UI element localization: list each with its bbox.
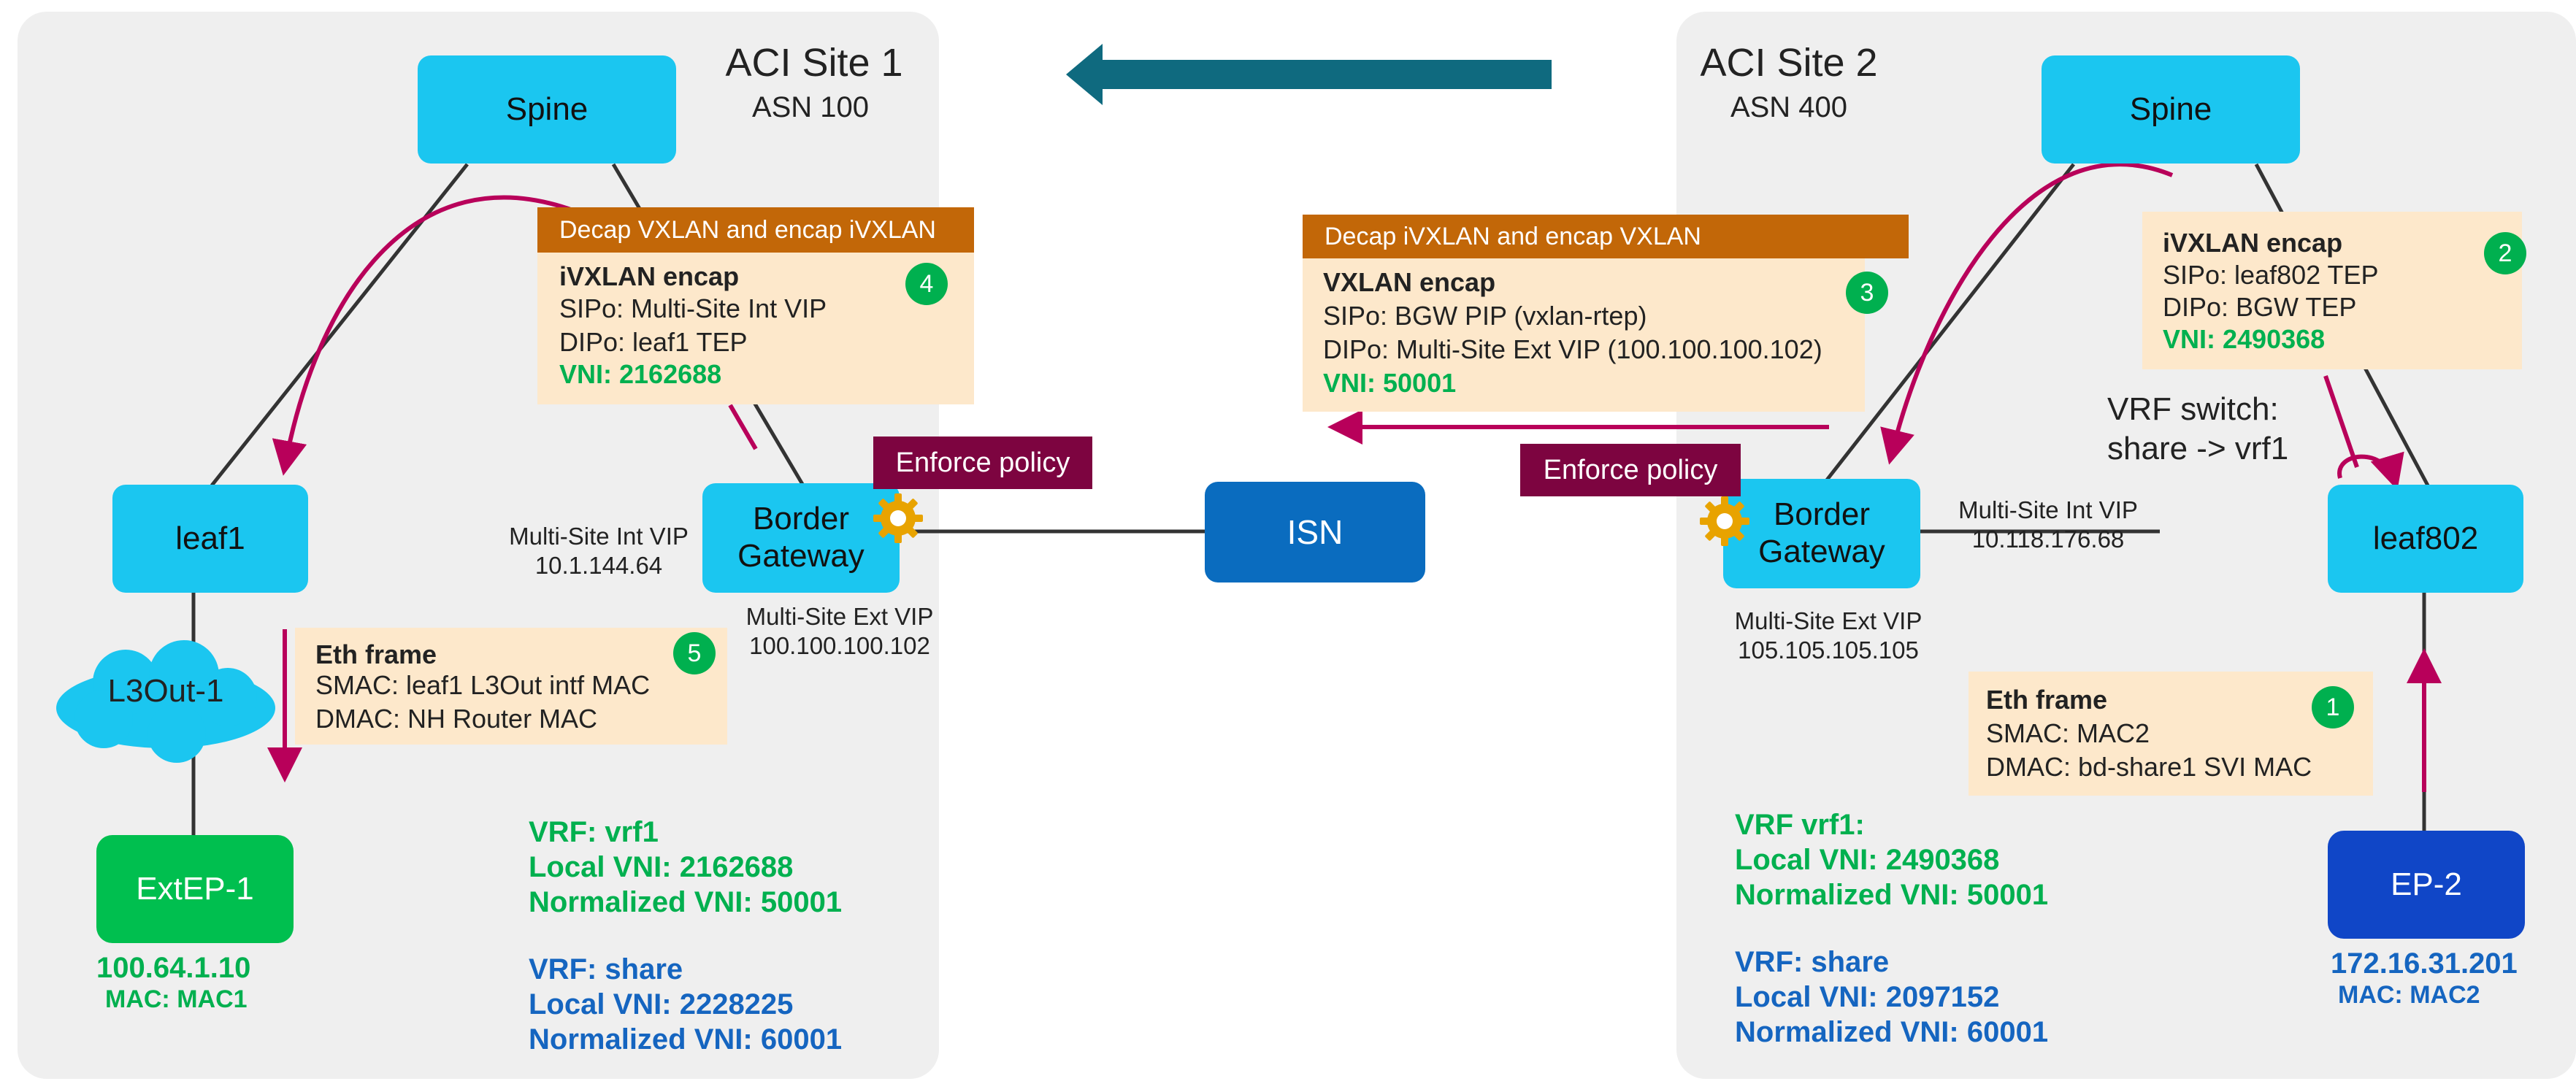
bgw1-label-line2: Gateway — [737, 538, 865, 574]
step3-badge: 3 — [1846, 272, 1888, 314]
s1-share-name: VRF: share — [529, 953, 683, 985]
isn-node[interactable]: ISN — [1205, 482, 1425, 582]
s2-vrf1-norm: Normalized VNI: 50001 — [1735, 879, 2049, 911]
s1-share-norm: Normalized VNI: 60001 — [529, 1023, 843, 1056]
l3out-label: L3Out-1 — [107, 673, 224, 709]
s1-ext-vip-ip: 100.100.100.102 — [749, 632, 930, 659]
link-spine2-bgw2 — [1824, 163, 2075, 483]
flow-arrow-spine2-bgw2 — [1880, 162, 2174, 465]
leaf1-node[interactable]: leaf1 — [112, 485, 308, 593]
step3-sip: SIPo: BGW PIP (vxlan-rtep) — [1323, 301, 1647, 331]
s2-int-vip-ip: 10.118.176.68 — [1971, 526, 2125, 553]
step5-box — [295, 628, 727, 745]
leaf802-node[interactable]: leaf802 — [2328, 485, 2523, 593]
spine2-node[interactable]: Spine — [2042, 55, 2300, 164]
site1-title: ACI Site 1 — [725, 41, 903, 85]
step5-dmac: DMAC: NH Router MAC — [315, 704, 598, 734]
step3-header: Decap iVXLAN and encap VXLAN — [1303, 215, 1909, 258]
step4-sip: SIPo: Multi-Site Int VIP — [559, 293, 827, 323]
s1-vrf1-name: VRF: vrf1 — [529, 816, 659, 848]
step2-vni: VNI: 2490368 — [2163, 324, 2326, 354]
enforce-policy-right: Enforce policy — [1520, 444, 1741, 496]
step3-dip: DIPo: Multi-Site Ext VIP (100.100.100.10… — [1323, 334, 1822, 364]
step5-title: Eth frame — [315, 639, 437, 669]
extep1-node[interactable]: ExtEP-1 — [96, 835, 294, 943]
extep1-ip: 100.64.1.10 — [96, 952, 251, 984]
step2-sip: SIPo: leaf802 TEP — [2163, 260, 2379, 290]
spine1-node[interactable]: Spine — [418, 55, 676, 164]
link-spine1-leaf1 — [210, 163, 469, 487]
s2-vrf1-local: Local VNI: 2490368 — [1735, 844, 2000, 876]
s1-ext-vip-label: Multi-Site Ext VIP — [745, 603, 934, 630]
s2-ext-vip-ip: 105.105.105.105 — [1738, 637, 1919, 664]
gear-icon — [873, 493, 923, 543]
step4-vni: VNI: 2162688 — [559, 359, 722, 389]
vrf-switch-line1: VRF switch: — [2107, 391, 2279, 427]
site2-asn: ASN 400 — [1730, 91, 1848, 123]
l3out-cloud-icon[interactable] — [45, 639, 286, 770]
bgw2-label-line2: Gateway — [1758, 534, 1885, 569]
step1-box — [1969, 672, 2373, 796]
site2-title: ACI Site 2 — [1700, 41, 1878, 85]
step2-box — [2142, 212, 2522, 369]
flow-arrow-leaf802-spine2 — [2323, 375, 2359, 468]
s1-share-local: Local VNI: 2228225 — [529, 988, 794, 1020]
gear-icon — [1700, 496, 1749, 546]
flow-arrow-bgw1-spine1-part — [728, 404, 758, 450]
vrf-switch-loop-arrow — [2337, 451, 2404, 491]
step4-dip: DIPo: leaf1 TEP — [559, 327, 748, 357]
step3-box — [1303, 258, 1865, 412]
extep1-mac: MAC: MAC1 — [105, 985, 248, 1013]
vrf-switch-line2: share -> vrf1 — [2107, 431, 2289, 466]
step4-box — [537, 253, 974, 404]
step2-dip: DIPo: BGW TEP — [2163, 292, 2357, 322]
step5-badge: 5 — [673, 632, 716, 674]
step4-badge: 4 — [905, 263, 948, 305]
ep2-node[interactable]: EP-2 — [2328, 831, 2525, 939]
step1-dmac: DMAC: bd-share1 SVI MAC — [1986, 752, 2312, 782]
step3-vni: VNI: 50001 — [1323, 368, 1457, 398]
flow-arrow-spine1-leaf1 — [272, 195, 582, 476]
s1-int-vip-ip: 10.1.144.64 — [534, 552, 663, 579]
step1-title: Eth frame — [1986, 685, 2108, 715]
s2-share-local: Local VNI: 2097152 — [1735, 981, 2000, 1013]
s2-vrf1-name: VRF vrf1: — [1735, 809, 1865, 841]
step4-title: iVXLAN encap — [559, 261, 740, 291]
step3-title: VXLAN encap — [1323, 267, 1496, 297]
step4-header: Decap VXLAN and encap iVXLAN — [537, 207, 974, 253]
s2-share-name: VRF: share — [1735, 946, 1890, 978]
s1-vrf1-norm: Normalized VNI: 50001 — [529, 886, 843, 918]
step1-badge: 1 — [2312, 686, 2354, 728]
s2-int-vip-label: Multi-Site Int VIP — [1958, 496, 2138, 523]
s2-ext-vip-label: Multi-Site Ext VIP — [1734, 607, 1923, 634]
site1-asn: ASN 100 — [751, 91, 870, 123]
s1-vrf1-local: Local VNI: 2162688 — [529, 851, 794, 883]
bgw1-label-line1: Border — [752, 501, 850, 537]
ep2-ip: 172.16.31.201 — [2331, 947, 2518, 980]
bgw2-label-line1: Border — [1773, 496, 1871, 533]
s2-share-norm: Normalized VNI: 60001 — [1735, 1016, 2049, 1048]
ep2-mac: MAC: MAC2 — [2338, 981, 2480, 1009]
step2-title: iVXLAN encap — [2163, 228, 2343, 258]
step1-smac: SMAC: MAC2 — [1986, 718, 2150, 748]
step5-smac: SMAC: leaf1 L3Out intf MAC — [315, 670, 651, 700]
s1-int-vip-label: Multi-Site Int VIP — [509, 523, 689, 550]
direction-arrow — [1066, 44, 1552, 105]
enforce-policy-left: Enforce policy — [873, 437, 1092, 489]
step2-badge: 2 — [2484, 232, 2526, 274]
